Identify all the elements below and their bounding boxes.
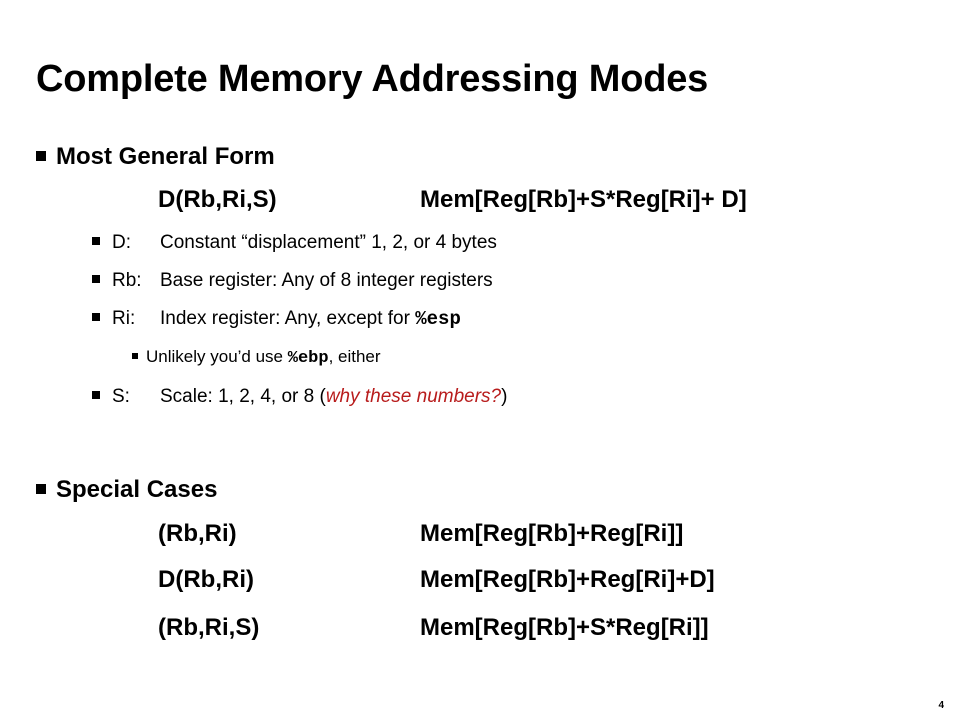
list-item-base-register: Rb: Base register: Any of 8 integer regis… — [92, 270, 493, 292]
section-heading-special: Special Cases — [36, 476, 217, 504]
square-bullet-icon — [92, 237, 100, 245]
section-heading-general-label: Most General Form — [56, 143, 275, 170]
square-bullet-icon — [92, 313, 100, 321]
general-form-expression: D(Rb,Ri,S) — [158, 186, 277, 213]
special-case-meaning: Mem[Reg[Rb]+Reg[Ri]+D] — [420, 566, 715, 593]
item-text: Index register: Any, except for — [160, 308, 416, 329]
sub-item-before: Unlikely you’d use — [146, 347, 288, 366]
special-case-meaning: Mem[Reg[Rb]+S*Reg[Ri]] — [420, 614, 709, 641]
section-heading-general: Most General Form — [36, 143, 275, 171]
special-case-expression: (Rb,Ri) — [158, 520, 237, 547]
square-bullet-icon — [92, 391, 100, 399]
item-tag: Rb: — [112, 270, 142, 291]
special-case-expression: (Rb,Ri,S) — [158, 614, 260, 641]
slide-title: Complete Memory Addressing Modes — [36, 58, 709, 100]
list-item-displacement: D: Constant “displacement” 1, 2, or 4 byt… — [92, 232, 497, 254]
special-case-expression: D(Rb,Ri) — [158, 566, 254, 593]
item-text: Scale: 1, 2, 4, or 8 ( — [160, 386, 326, 407]
item-text: Base register: Any of 8 integer register… — [160, 270, 493, 291]
sub-item-after: , either — [328, 347, 381, 366]
accent-question: why these numbers? — [325, 386, 502, 407]
register-code-esp: %esp — [415, 308, 461, 330]
item-tag: S: — [112, 386, 130, 407]
list-item-index-register: Ri: Index register: Any, except for %esp — [92, 308, 461, 330]
square-bullet-icon — [36, 151, 46, 161]
list-item-scale: S: Scale: 1, 2, 4, or 8 (why these number… — [92, 386, 507, 408]
square-bullet-icon — [36, 484, 46, 494]
item-text: Constant “displacement” 1, 2, or 4 bytes — [160, 232, 497, 253]
square-bullet-icon — [92, 275, 100, 283]
item-tag: D: — [112, 232, 131, 253]
item-text-after: ) — [501, 386, 508, 407]
sub-item-ebp: Unlikely you’d use %ebp, either — [132, 347, 381, 368]
general-form-meaning: Mem[Reg[Rb]+S*Reg[Ri]+ D] — [420, 186, 747, 213]
register-code-ebp: %ebp — [287, 349, 329, 368]
item-tag: Ri: — [112, 308, 136, 329]
special-case-meaning: Mem[Reg[Rb]+Reg[Ri]] — [420, 520, 684, 547]
page-number: 4 — [938, 700, 944, 711]
section-heading-special-label: Special Cases — [56, 476, 218, 503]
square-bullet-icon — [132, 353, 138, 359]
